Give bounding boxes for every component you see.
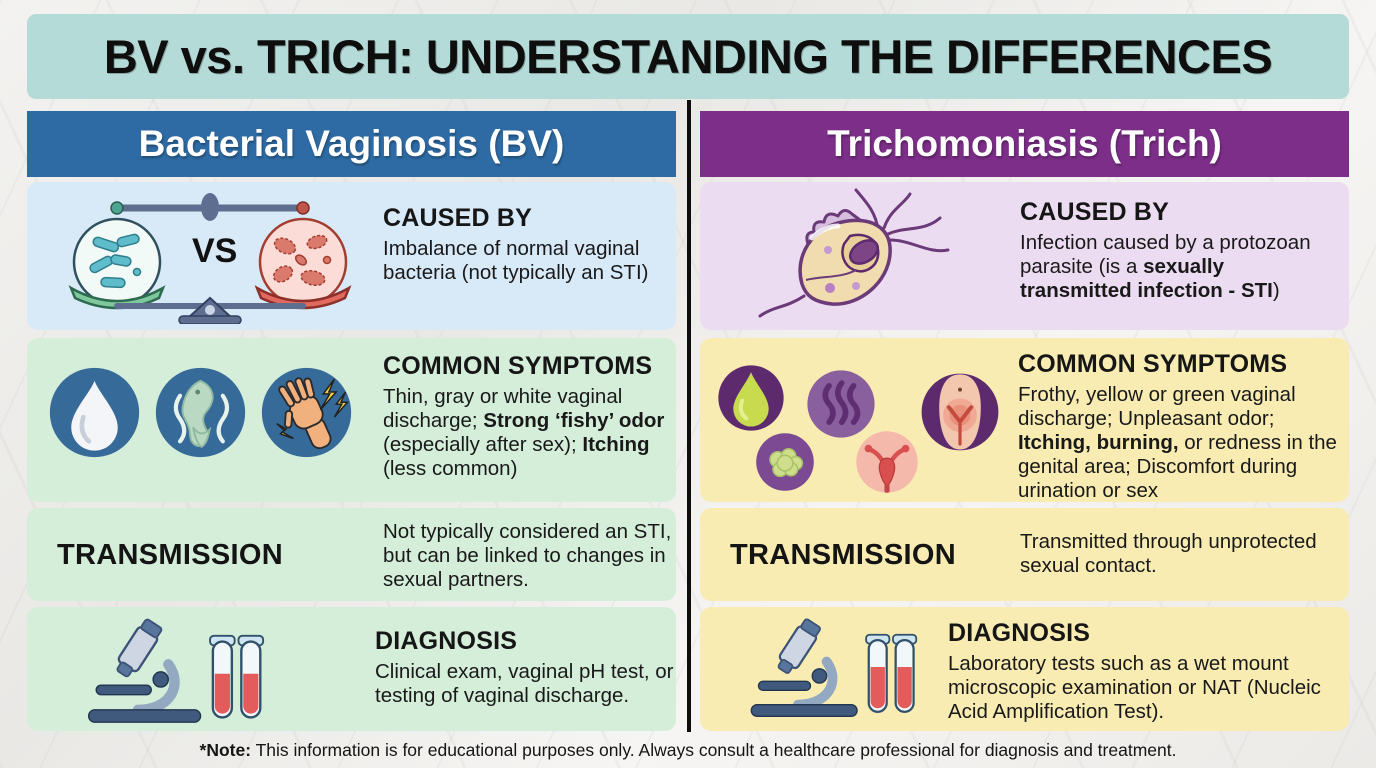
trich-diagnosis-body: Laboratory tests such as a wet mount mic… [948, 652, 1321, 723]
bv-symptoms-seg5: (less common) [383, 456, 518, 480]
footer-note: *Note: This information is for education… [0, 740, 1376, 761]
bv-transmission-panel: TRANSMISSION Not typically considered an… [27, 508, 676, 601]
microscope-test-tubes-icon [742, 615, 922, 719]
trich-symptoms-body: Frothy, yellow or green vaginal discharg… [1018, 383, 1346, 503]
trich-symptoms-seg3: or redness in the genital area; Discomfo… [1018, 430, 1337, 502]
trich-symptoms-seg1: Frothy, yellow or green vaginal discharg… [1018, 383, 1296, 430]
trich-symptoms-seg2: Itching, burning, [1018, 430, 1179, 454]
microscope-test-tubes-icon [79, 615, 269, 725]
trich-transmission-heading: TRANSMISSION [730, 539, 956, 571]
bv-symptoms-heading: COMMON SYMPTOMS [383, 352, 653, 380]
frothy-discharge-icon [755, 432, 815, 492]
page-title: BV vs. TRICH: UNDERSTANDING THE DIFFEREN… [27, 14, 1349, 99]
fishy-odor-icon [154, 366, 247, 459]
column-divider [687, 100, 691, 732]
discharge-droplet-icon [717, 364, 785, 432]
bv-column-header: Bacterial Vaginosis (BV) [27, 111, 676, 177]
trich-column-header: Trichomoniasis (Trich) [700, 111, 1349, 177]
trich-diagnosis-heading: DIAGNOSIS [948, 619, 1091, 647]
bv-caused-by-body: Imbalance of normal vaginal bacteria (no… [383, 237, 649, 284]
bv-symptoms-body: Thin, gray or white vaginal discharge; S… [383, 385, 683, 481]
trich-caused-by-panel: CAUSED BY Infection caused by a protozoa… [700, 182, 1349, 330]
bv-symptoms-panel: COMMON SYMPTOMS Thin, gray or white vagi… [27, 338, 676, 502]
trich-caused-seg3: ) [1272, 278, 1280, 302]
bv-transmission-body: Not typically considered an STI, but can… [383, 520, 672, 591]
genital-irritation-icon [920, 372, 1000, 452]
trich-symptoms-heading: COMMON SYMPTOMS [1018, 350, 1288, 378]
vs-label: VS [192, 232, 238, 270]
bv-symptoms-seg4: Itching [582, 432, 650, 456]
trich-caused-by-heading: CAUSED BY [1020, 198, 1170, 226]
bv-transmission-heading: TRANSMISSION [57, 539, 283, 571]
trichomonas-parasite-icon [738, 184, 988, 328]
itching-hand-icon [260, 366, 353, 459]
bv-diagnosis-panel: DIAGNOSIS Clinical exam, vaginal pH test… [27, 607, 676, 731]
trich-transmission-panel: TRANSMISSION Transmitted through unprote… [700, 508, 1349, 601]
bv-caused-by-heading: CAUSED BY [383, 204, 533, 232]
bv-symptoms-seg3: (especially after sex); [383, 432, 583, 456]
trich-symptoms-panel: COMMON SYMPTOMS Frothy, yellow or green … [700, 338, 1349, 502]
trich-caused-by-body: Infection caused by a protozoan parasite… [1020, 231, 1332, 303]
bv-symptoms-seg1: Thin, gray or white vaginal discharge; [383, 385, 623, 432]
discharge-droplet-icon [48, 366, 141, 459]
trich-diagnosis-panel: DIAGNOSIS Laboratory tests such as a wet… [700, 607, 1349, 731]
footer-note-text: This information is for educational purp… [251, 740, 1177, 760]
bv-caused-by-panel: VS CAUSED BY Imbalance of normal vaginal… [27, 182, 676, 330]
trich-caused-seg2: sexually transmitted infection - STI [1020, 254, 1273, 302]
trich-transmission-body: Transmitted through unprotected sexual c… [1020, 530, 1317, 577]
uterus-icon [855, 430, 919, 494]
bv-diagnosis-heading: DIAGNOSIS [375, 627, 518, 655]
footer-note-label: *Note: [199, 740, 252, 760]
bv-symptoms-seg2: Strong ‘fishy’ odor [483, 408, 665, 432]
balance-scale-bacteria-icon: VS [45, 190, 375, 324]
odor-waves-icon [806, 369, 876, 439]
bv-diagnosis-body: Clinical exam, vaginal pH test, or testi… [375, 660, 674, 707]
trich-caused-seg1: Infection caused by a protozoan parasite… [1020, 231, 1311, 278]
